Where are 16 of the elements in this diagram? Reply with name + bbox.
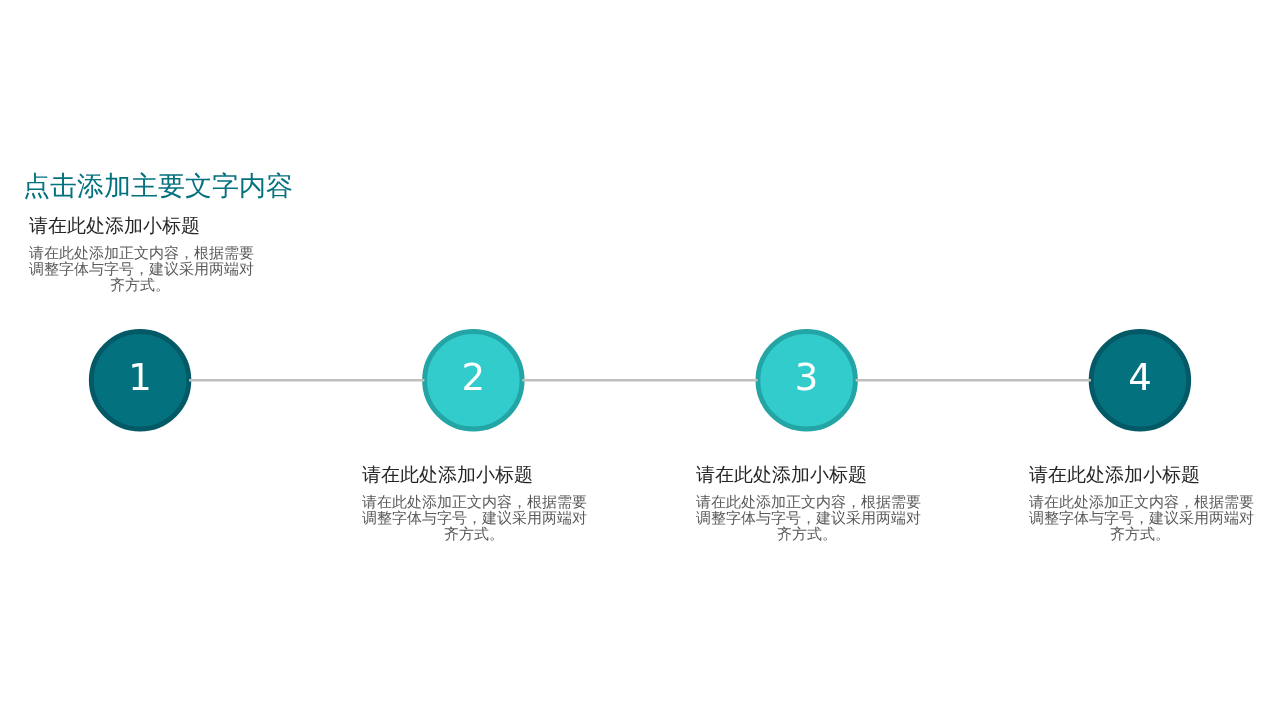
node-label: 请在此处添加正文内容，根据需要调整字体与字号，建议采用两端对齐方式。	[1028, 492, 1254, 542]
connector	[855, 378, 1091, 381]
node-circle: 2	[422, 328, 525, 431]
node-circle: 4	[1088, 328, 1192, 431]
connector	[189, 378, 425, 381]
node-label: 请在此处添加正文内容，根据需要调整字体与字号，建议采用两端对齐方式。	[695, 492, 921, 542]
node-label: 请在此处添加小标题	[1028, 463, 1200, 485]
diagram-title: 点击添加主要文字内容	[22, 169, 293, 201]
node-label: 请在此处添加小标题	[28, 214, 200, 236]
node-label: 请在此处添加小标题	[362, 463, 534, 485]
node-circle: 1	[88, 328, 192, 431]
node-circle: 3	[755, 328, 858, 431]
node-label: 请在此处添加小标题	[695, 463, 867, 485]
node-label: 请在此处添加正文内容，根据需要调整字体与字号，建议采用两端对齐方式。	[362, 492, 588, 542]
connector	[522, 378, 758, 381]
node-label: 请在此处添加正文内容，根据需要调整字体与字号，建议采用两端对齐方式。	[28, 243, 254, 293]
